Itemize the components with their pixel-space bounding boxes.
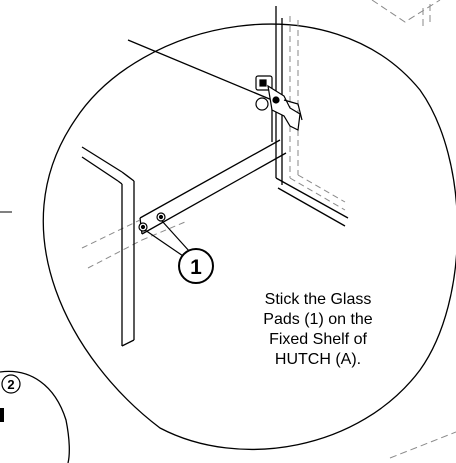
- fixed-shelf-hidden-edges: [81, 219, 186, 269]
- zoom-circle: [42, 23, 456, 451]
- callout-2-number: 2: [7, 377, 14, 392]
- hinge: [255, 75, 303, 131]
- instruction-line-1: Stick the Glass: [264, 291, 372, 308]
- background-cabinet-edges: [371, 0, 456, 459]
- hutch-left-side-panel: [81, 146, 135, 347]
- instruction-line-2: Pads (1) on the: [263, 311, 373, 328]
- secondary-zoom-circle: [0, 370, 70, 463]
- hutch-top-panel: [127, 39, 273, 142]
- instruction-line-3: Fixed Shelf of: [269, 331, 367, 348]
- callout-2-circle: [1, 374, 21, 394]
- secondary-part-fragment: [0, 408, 4, 422]
- glass-pads: [138, 212, 166, 232]
- callout-leader-lines: [144, 220, 191, 259]
- instruction-line-4: HUTCH (A).: [274, 351, 362, 368]
- callout-1-number: 1: [190, 256, 202, 279]
- hutch-right-panel-hidden-edges: [289, 16, 346, 211]
- callout-1-circle: [178, 248, 214, 284]
- instruction-text: Stick the Glass Pads (1) on the Fixed Sh…: [218, 290, 418, 370]
